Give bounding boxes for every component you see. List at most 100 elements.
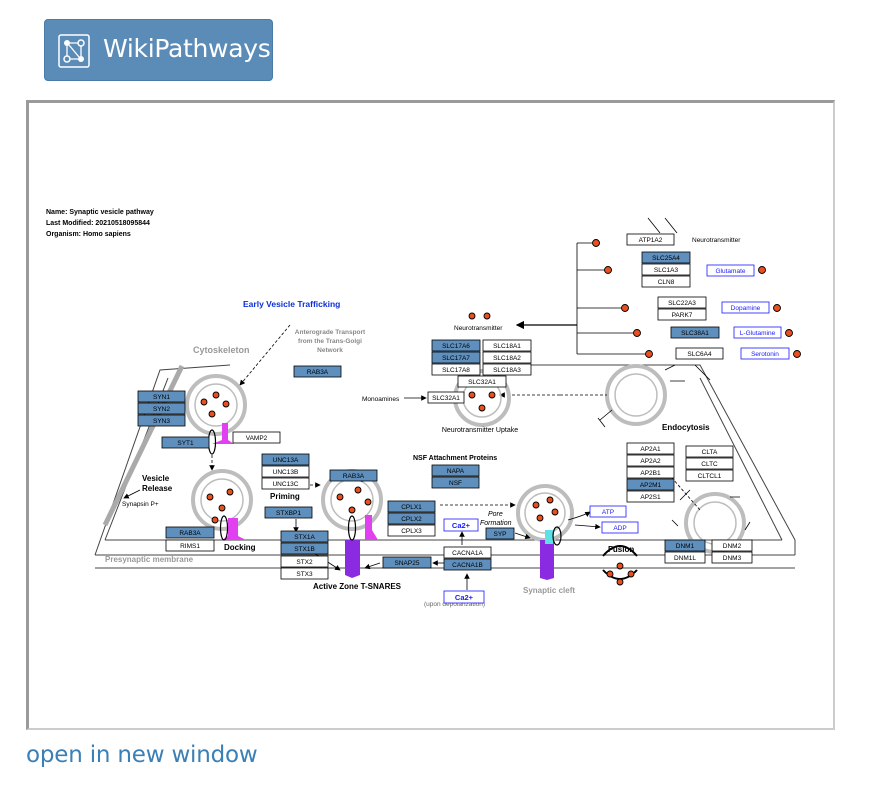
svg-text:Serotonin: Serotonin bbox=[751, 351, 779, 358]
vamp2-protein-dock bbox=[222, 518, 246, 540]
gene-stx1b[interactable]: STX1B bbox=[280, 542, 329, 555]
gene-slc6a4[interactable]: SLC6A4 bbox=[675, 347, 724, 360]
vamp2-protein-prime bbox=[365, 515, 378, 540]
transporter-ticks bbox=[647, 217, 711, 381]
gene-rab3a-low[interactable]: RAB3A bbox=[165, 526, 215, 539]
svg-text:SLC18A2: SLC18A2 bbox=[493, 355, 521, 362]
metabolite-l-glutamine[interactable]: L-Glutamine bbox=[733, 326, 782, 339]
svg-text:SLC38A1: SLC38A1 bbox=[681, 330, 709, 337]
svg-text:SLC32A1: SLC32A1 bbox=[468, 379, 496, 386]
gene-syn3[interactable]: SYN3 bbox=[137, 414, 186, 427]
gene-cplx2[interactable]: CPLX2 bbox=[387, 512, 436, 525]
svg-text:CACNA1B: CACNA1B bbox=[452, 562, 483, 569]
metabolite-adp[interactable]: ADP bbox=[601, 521, 639, 534]
gene-syn2[interactable]: SYN2 bbox=[137, 402, 186, 415]
gene-slc38a1[interactable]: SLC38A1 bbox=[670, 326, 720, 339]
gene-slc25a4[interactable]: SLC25A4 bbox=[641, 251, 691, 264]
gene-syp[interactable]: SYP bbox=[485, 527, 515, 540]
metabolite-serotonin[interactable]: Serotonin bbox=[740, 347, 790, 360]
monoamines-label: Monoamines bbox=[362, 396, 400, 403]
gene-stx1a[interactable]: STX1A bbox=[280, 530, 329, 543]
gene-rab3a-top[interactable]: RAB3A bbox=[293, 365, 342, 378]
gene-slc18a3[interactable]: SLC18A3 bbox=[482, 363, 532, 376]
metabolite-glutamate[interactable]: Glutamate bbox=[706, 264, 755, 277]
gene-unc13b[interactable]: UNC13B bbox=[261, 465, 310, 478]
gene-slc1a3[interactable]: SLC1A3 bbox=[641, 263, 691, 276]
gene-cplx1[interactable]: CPLX1 bbox=[387, 500, 436, 513]
gene-vamp2[interactable]: VAMP2 bbox=[232, 431, 281, 444]
gene-clta[interactable]: CLTA bbox=[685, 445, 734, 458]
gene-atp1a2[interactable]: ATP1A2 bbox=[626, 233, 675, 246]
gene-slc32a1-a[interactable]: SLC32A1 bbox=[457, 375, 507, 388]
gene-stxbp1[interactable]: STXBP1 bbox=[264, 506, 313, 519]
metabolite-dopamine[interactable]: Dopamine bbox=[721, 301, 770, 314]
gene-dnm1l[interactable]: DNM1L bbox=[664, 551, 706, 564]
vesicle-top bbox=[185, 374, 247, 436]
open-in-new-window-link[interactable]: open in new window bbox=[26, 742, 258, 768]
gene-syn1[interactable]: SYN1 bbox=[137, 390, 186, 403]
svg-text:SYN3: SYN3 bbox=[153, 418, 170, 425]
gene-unc13c[interactable]: UNC13C bbox=[261, 477, 310, 490]
info-organism: Organism: Homo sapiens bbox=[46, 231, 131, 238]
metabolite-atp[interactable]: ATP bbox=[589, 505, 627, 518]
svg-text:SLC18A3: SLC18A3 bbox=[493, 367, 521, 374]
svg-text:NAPA: NAPA bbox=[447, 468, 465, 475]
syp-arrow bbox=[514, 532, 531, 540]
release-arrow bbox=[123, 489, 141, 499]
svg-text:AP2A2: AP2A2 bbox=[640, 458, 661, 465]
metabolite-ca-top[interactable]: Ca2+ bbox=[443, 518, 479, 532]
syt1-ring-prime bbox=[347, 515, 357, 541]
gene-stx2[interactable]: STX2 bbox=[280, 555, 329, 568]
gene-ap2a1[interactable]: AP2A1 bbox=[626, 442, 675, 455]
gene-stx3[interactable]: STX3 bbox=[280, 567, 329, 580]
gene-slc17a8[interactable]: SLC17A8 bbox=[431, 363, 481, 376]
gene-ap2s1[interactable]: AP2S1 bbox=[626, 490, 675, 503]
gene-ap2a2[interactable]: AP2A2 bbox=[626, 454, 675, 467]
svg-text:STX2: STX2 bbox=[296, 559, 313, 566]
nt-uptake-label: Neurotransmitter Uptake bbox=[442, 427, 518, 434]
gene-rims1[interactable]: RIMS1 bbox=[165, 539, 215, 552]
gene-snap25[interactable]: SNAP25 bbox=[382, 556, 432, 569]
svg-text:L-Glutamine: L-Glutamine bbox=[740, 330, 776, 337]
gene-slc22a3[interactable]: SLC22A3 bbox=[657, 296, 707, 309]
snap25-arrow bbox=[364, 562, 381, 570]
nsf-attach-label: NSF Attachment Proteins bbox=[413, 455, 497, 462]
gene-napa[interactable]: NAPA bbox=[431, 464, 480, 477]
svg-text:SLC25A4: SLC25A4 bbox=[652, 255, 680, 262]
gene-ap2b1[interactable]: AP2B1 bbox=[626, 466, 675, 479]
gene-cltc[interactable]: CLTC bbox=[685, 457, 734, 470]
gene-cplx3[interactable]: CPLX3 bbox=[387, 524, 436, 537]
gene-cltcl1[interactable]: CLTCL1 bbox=[685, 469, 734, 482]
svg-text:DNM1: DNM1 bbox=[676, 543, 695, 550]
gene-park7[interactable]: PARK7 bbox=[657, 308, 707, 321]
synaptic-cleft-label: Synaptic cleft bbox=[523, 586, 575, 595]
neurotransmitter-mid-label: Neurotransmitter bbox=[454, 325, 503, 332]
gene-ap2m1[interactable]: AP2M1 bbox=[626, 478, 675, 491]
gene-cln8[interactable]: CLN8 bbox=[641, 275, 691, 288]
gene-dnm1[interactable]: DNM1 bbox=[664, 539, 706, 552]
gene-nsf[interactable]: NSF bbox=[431, 476, 480, 489]
svg-text:SYN2: SYN2 bbox=[153, 406, 170, 413]
svg-text:SLC32A1: SLC32A1 bbox=[432, 395, 460, 402]
gene-rab3a-mid[interactable]: RAB3A bbox=[329, 469, 378, 482]
gene-dnm2[interactable]: DNM2 bbox=[711, 539, 753, 552]
metabolite-ca-bottom[interactable]: Ca2+ bbox=[443, 590, 485, 604]
gene-unc13a[interactable]: UNC13A bbox=[261, 453, 310, 466]
svg-text:RIMS1: RIMS1 bbox=[180, 543, 200, 550]
gene-slc18a1[interactable]: SLC18A1 bbox=[482, 339, 532, 352]
gene-slc18a2[interactable]: SLC18A2 bbox=[482, 351, 532, 364]
svg-text:Ca2+: Ca2+ bbox=[455, 593, 474, 602]
svg-text:UNC13C: UNC13C bbox=[272, 481, 298, 488]
wikipathways-logo[interactable]: WikiPathways bbox=[44, 19, 273, 81]
gene-cacna1b[interactable]: CACNA1B bbox=[443, 558, 492, 571]
gene-dnm3[interactable]: DNM3 bbox=[711, 551, 753, 564]
gene-slc17a7[interactable]: SLC17A7 bbox=[431, 351, 481, 364]
gene-slc17a6[interactable]: SLC17A6 bbox=[431, 339, 481, 352]
svg-text:RAB3A: RAB3A bbox=[179, 530, 201, 537]
svg-text:SLC17A8: SLC17A8 bbox=[442, 367, 470, 374]
gene-cacna1a[interactable]: CACNA1A bbox=[443, 546, 492, 559]
svg-text:Ca2+: Ca2+ bbox=[452, 521, 471, 530]
gene-syt1[interactable]: SYT1 bbox=[161, 436, 210, 449]
gene-slc32a1-b[interactable]: SLC32A1 bbox=[427, 391, 465, 404]
